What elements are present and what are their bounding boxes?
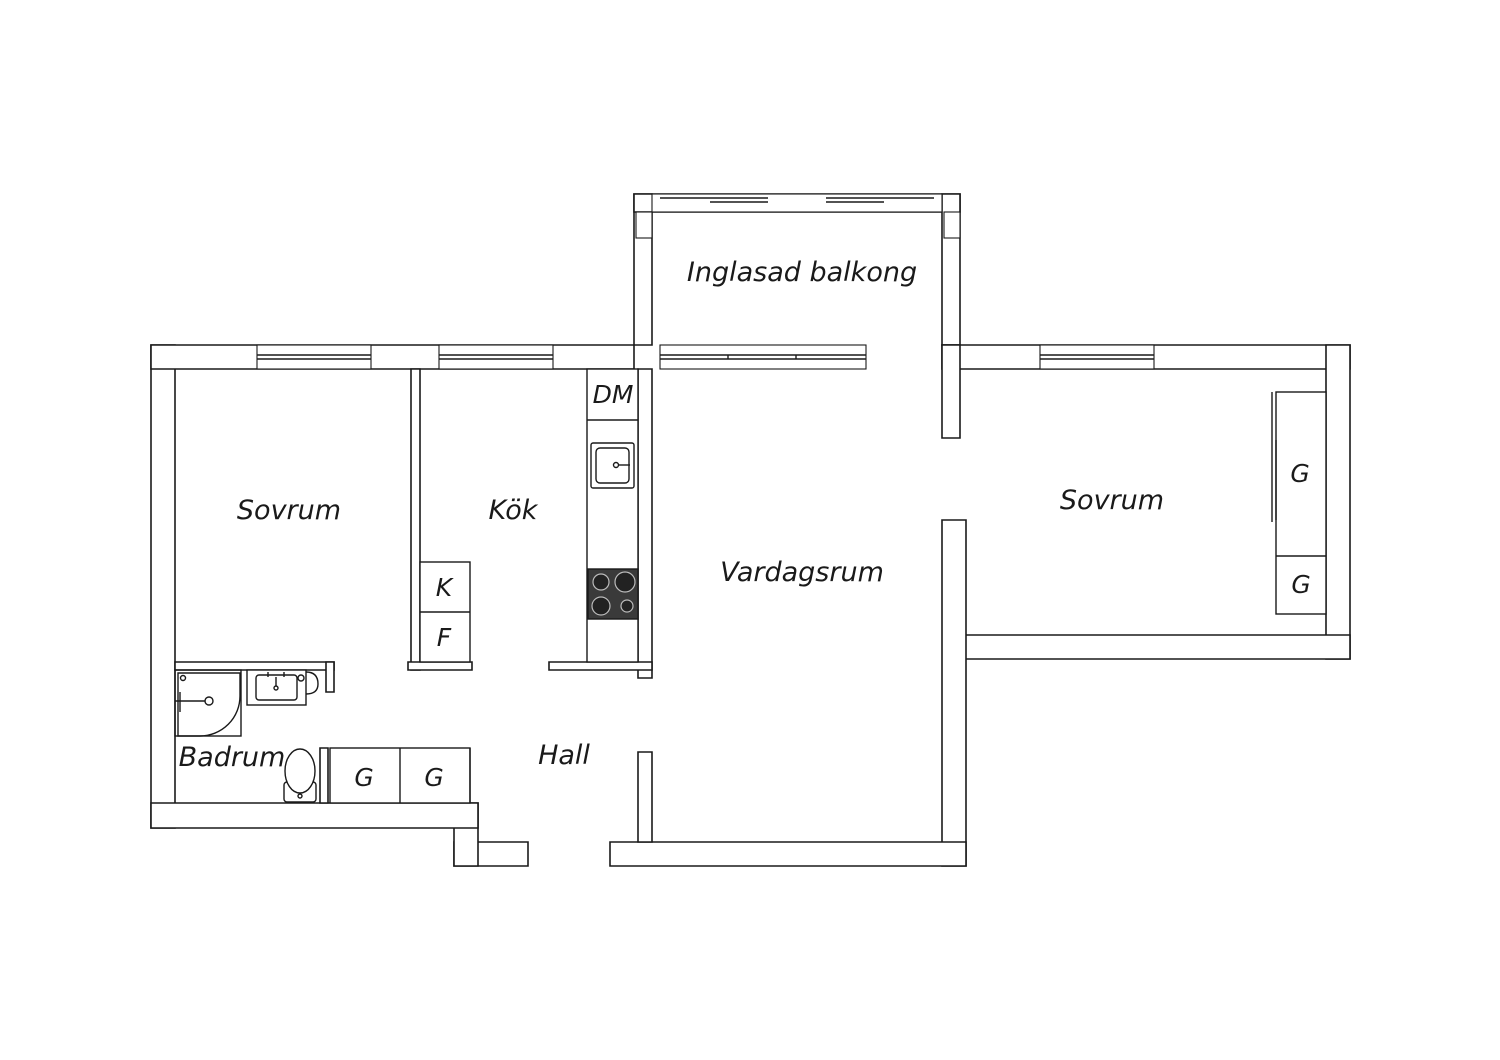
window-bedroom-left [256, 344, 372, 370]
wall-bathroom-corner [325, 661, 335, 693]
dishwasher-label: DM [593, 380, 634, 409]
stove-icon [587, 568, 639, 620]
wall-bathroom-north [174, 661, 335, 671]
wall-west [150, 344, 176, 829]
wardrobe-label-hall-2: G [424, 763, 443, 792]
wall-kitchen-south-left [407, 661, 473, 671]
wall-bathroom-east [319, 747, 329, 804]
wardrobe-hall [329, 747, 471, 804]
washbasin-icon [246, 669, 307, 706]
wardrobe-label-bedroom-2: G [1291, 570, 1310, 599]
room-label-bedroom-left: Sovrum [237, 495, 341, 526]
kitchen-counter [586, 368, 639, 663]
window-balcony [635, 193, 961, 239]
wall-living-east-upper [941, 344, 961, 439]
windows [256, 193, 1155, 370]
shower-icon [174, 669, 242, 737]
room-label-bedroom-right: Sovrum [1060, 485, 1164, 516]
fridge-label: K [436, 573, 455, 602]
wall-living-hall-lower [637, 751, 653, 843]
room-label-kitchen: Kök [489, 495, 539, 526]
wall-south-left [150, 802, 479, 829]
room-label-balcony: Inglasad balkong [687, 257, 917, 288]
wardrobe-label-bedroom-1: G [1290, 459, 1309, 488]
wall-kitchen-south-right [548, 661, 653, 671]
wall-bedroom-kitchen [410, 368, 421, 671]
wall-living-east-lower [941, 519, 967, 867]
toilet-icon [283, 748, 317, 803]
wall-south-living [609, 841, 967, 867]
freezer-label: F [437, 623, 452, 652]
wardrobe-bedroom-right [1271, 391, 1327, 615]
wall-north-left [150, 344, 635, 370]
wall-living-hall-upper [637, 368, 653, 679]
window-kitchen [438, 344, 554, 370]
wardrobe-label-hall-1: G [354, 763, 373, 792]
room-label-living-room: Vardagsrum [720, 557, 884, 588]
wall-bedroom-right-south [959, 634, 1351, 660]
room-label-bathroom: Badrum [179, 742, 286, 773]
window-bedroom-right [1039, 344, 1155, 370]
window-living [659, 344, 867, 370]
wall-east [1325, 344, 1351, 660]
tap-icon [297, 671, 319, 695]
sink-icon [590, 442, 635, 489]
room-label-hall: Hall [538, 740, 590, 771]
fridge-freezer-unit [419, 561, 471, 663]
